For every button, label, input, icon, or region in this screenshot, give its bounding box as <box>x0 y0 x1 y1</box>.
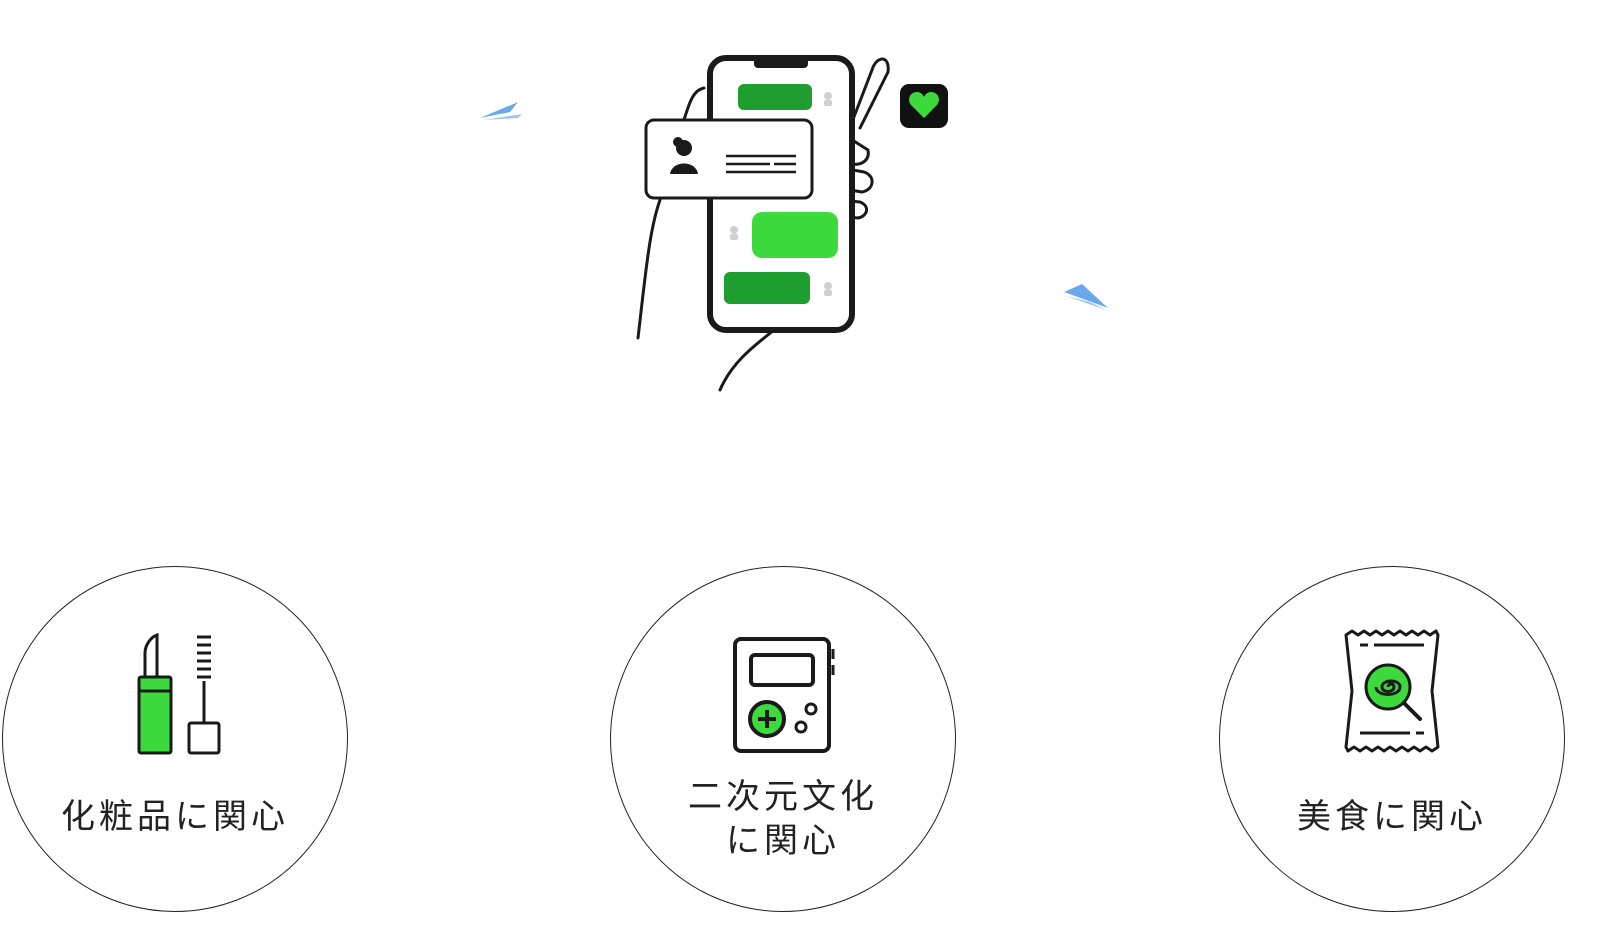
candy-snack-icon <box>1344 629 1440 753</box>
lipstick-mascara-icon <box>137 633 221 755</box>
sparkle-left-icon <box>480 102 522 120</box>
interest-cosmetics-label: 化粧品に関心 <box>61 797 289 837</box>
handheld-game-icon <box>733 637 835 753</box>
interest-food: 美食に関心 <box>1219 566 1565 912</box>
hero-illustration <box>480 55 1108 392</box>
interest-cosmetics: 化粧品に関心 <box>2 566 348 912</box>
profile-card-icon <box>644 118 814 200</box>
sparkle-right-icon <box>1064 284 1108 310</box>
hand-icon <box>636 57 890 392</box>
heart-icon <box>900 84 948 128</box>
interest-food-label: 美食に関心 <box>1297 797 1487 837</box>
interest-anime-label: 二次元文化 に関心 <box>688 777 878 861</box>
interest-anime: 二次元文化 に関心 <box>610 566 956 912</box>
